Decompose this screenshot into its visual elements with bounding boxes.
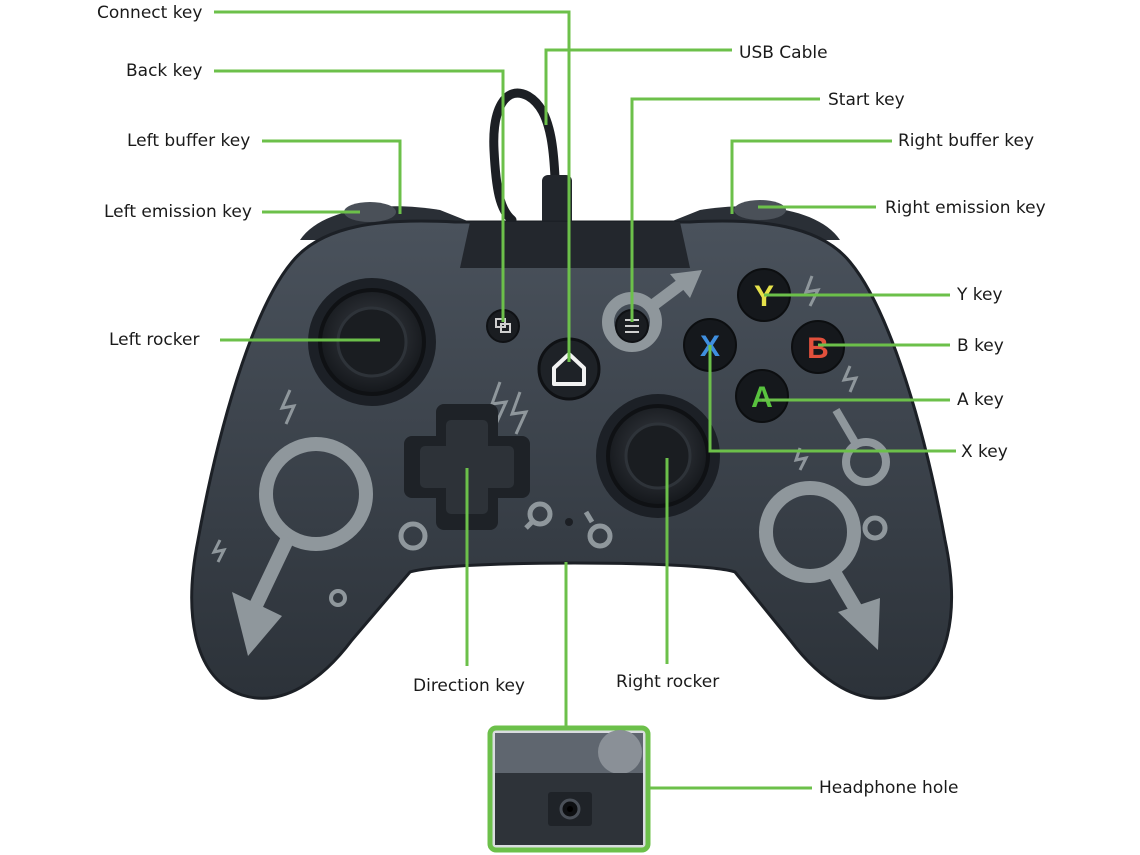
label-left-rocker: Left rocker <box>109 330 200 350</box>
usb-cable <box>489 88 561 231</box>
start-key-leader <box>630 97 820 322</box>
top-panel <box>460 222 690 268</box>
view-icon <box>495 318 511 333</box>
label-right-emission-key: Right emission key <box>885 198 1046 218</box>
right-trigger <box>734 200 786 220</box>
label-x-key: X key <box>961 442 1008 462</box>
label-left-buffer-key: Left buffer key <box>127 131 251 151</box>
label-start-key: Start key <box>828 90 905 110</box>
label-right-rocker: Right rocker <box>616 672 720 692</box>
label-left-emission-key: Left emission key <box>104 202 252 222</box>
label-direction-key: Direction key <box>413 676 525 696</box>
face-buttons <box>683 268 845 423</box>
label-headphone-hole: Headphone hole <box>819 778 959 798</box>
arrow-print-left <box>232 592 282 656</box>
left-stick <box>308 278 436 406</box>
back-key-leader <box>214 69 505 322</box>
label-b-key: B key <box>957 336 1004 356</box>
right-buffer-leader <box>730 139 892 214</box>
label-y-key: Y key <box>957 285 1003 305</box>
label-a-key: A key <box>957 390 1004 410</box>
home-icon <box>552 352 586 386</box>
left-trigger <box>344 202 396 222</box>
male-symbol-icon <box>832 407 890 486</box>
cable-strain-relief <box>542 175 572 230</box>
leader-lines <box>214 10 956 790</box>
label-back-key: Back key <box>126 61 203 81</box>
x-key-leader <box>708 345 956 453</box>
lightning-icon <box>211 275 859 563</box>
left-buffer-leader <box>262 139 402 214</box>
b-button-glyph: B <box>807 332 829 365</box>
arrow-print-right <box>838 598 880 650</box>
label-right-buffer-key: Right buffer key <box>898 131 1035 151</box>
controller-body <box>190 219 953 700</box>
headphone-inset <box>487 725 651 853</box>
right-stick <box>596 394 720 518</box>
usb-cable-leader <box>544 48 732 125</box>
label-usb-cable: USB Cable <box>739 43 828 63</box>
label-connect-key: Connect key <box>97 3 203 23</box>
d-pad <box>404 404 530 530</box>
a-button-glyph: A <box>751 381 773 414</box>
connect-key-leader <box>214 10 571 362</box>
